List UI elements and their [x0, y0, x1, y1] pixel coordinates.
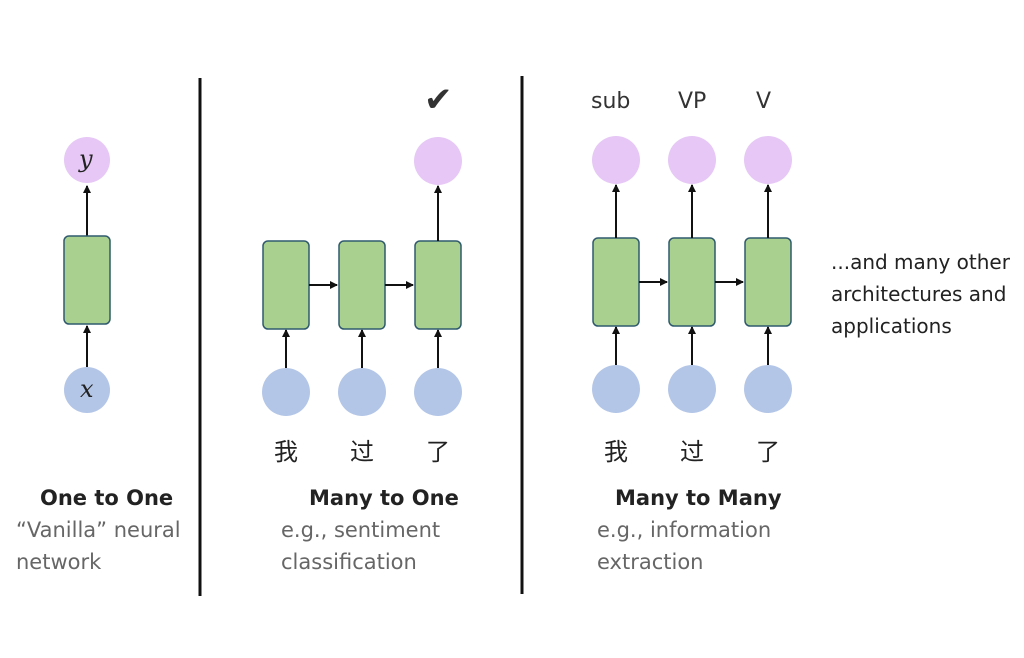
- rnn-cell: [414, 240, 462, 330]
- many-to-one-title: Many to One: [309, 486, 459, 510]
- one-to-one-group: [63, 137, 111, 413]
- many-to-one-group: [262, 137, 462, 416]
- rnn-cell: [63, 235, 111, 325]
- many-to-one-desc-line1: e.g., sentiment: [281, 518, 441, 542]
- input-token: 了: [426, 438, 450, 466]
- output-label: y: [79, 145, 93, 173]
- many-to-many-group: [592, 136, 792, 413]
- input-label: x: [80, 375, 94, 403]
- other-note-line1: ...and many other: [831, 250, 1010, 274]
- output-node: [668, 136, 716, 184]
- input-token: 过: [680, 438, 704, 466]
- output-node: [592, 136, 640, 184]
- rnn-cell: [744, 237, 792, 327]
- output-node: [64, 137, 110, 183]
- one-to-one-title: One to One: [40, 486, 174, 510]
- output-node: [744, 136, 792, 184]
- output-node: [414, 137, 462, 185]
- one-to-one-desc-line1: “Vanilla” neural: [16, 518, 181, 542]
- output-token: V: [756, 89, 772, 114]
- output-token: VP: [678, 89, 707, 114]
- output-token: sub: [591, 89, 631, 114]
- input-node: [414, 368, 462, 416]
- rnn-cell: [262, 240, 310, 330]
- input-node: [592, 365, 640, 413]
- input-node: [668, 365, 716, 413]
- many-to-many-desc-line1: e.g., information: [597, 518, 772, 542]
- input-token: 了: [756, 438, 780, 466]
- other-note-line2: architectures and: [831, 282, 1007, 306]
- rnn-cell: [668, 237, 716, 327]
- input-node: [64, 367, 110, 413]
- rnn-cell: [592, 237, 640, 327]
- other-note-line3: applications: [831, 314, 952, 338]
- input-node: [338, 368, 386, 416]
- input-token: 我: [604, 438, 628, 466]
- input-node: [262, 368, 310, 416]
- many-to-one-desc-line2: classification: [281, 550, 417, 574]
- check-mark-icon: ✔: [424, 80, 453, 120]
- input-token: 我: [274, 438, 298, 466]
- many-to-many-desc-line2: extraction: [597, 550, 704, 574]
- rnn-cell: [338, 240, 386, 330]
- input-token: 过: [350, 438, 374, 466]
- many-to-many-title: Many to Many: [615, 486, 782, 510]
- input-node: [744, 365, 792, 413]
- one-to-one-desc-line2: network: [16, 550, 102, 574]
